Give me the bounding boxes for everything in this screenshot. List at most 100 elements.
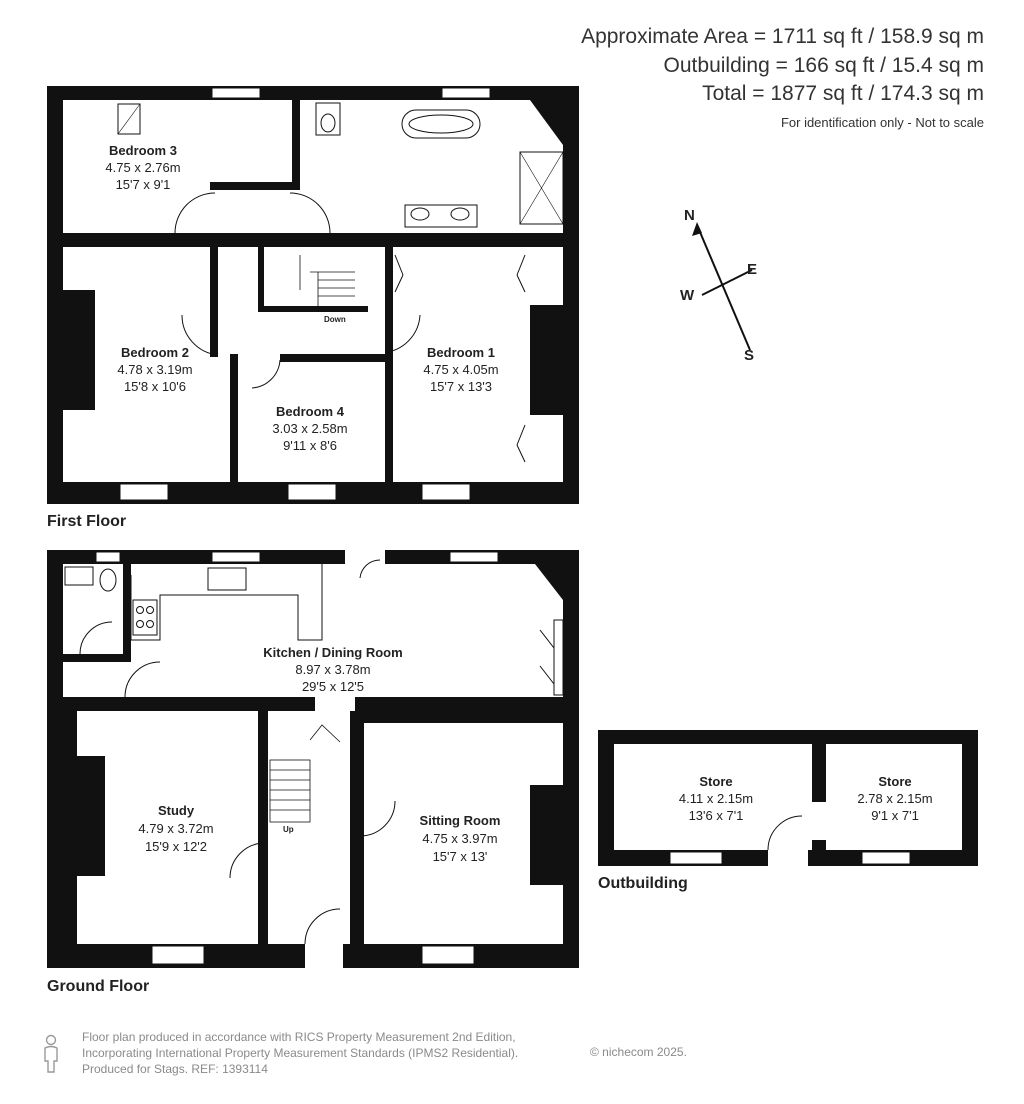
wc-toilet (99, 568, 117, 592)
wc-basin (64, 566, 94, 586)
bedroom-4-imperial: 9'11 x 8'6 (283, 438, 337, 453)
ground-floor-label: Ground Floor (47, 978, 149, 995)
study-imperial: 15'9 x 12'2 (145, 839, 207, 854)
wall (812, 744, 826, 802)
footer-line-3: Produced for Stags. REF: 1393114 (82, 1062, 268, 1076)
outbuilding-label: Outbuilding (598, 875, 688, 892)
window (421, 945, 475, 965)
door-swing (251, 359, 281, 389)
chimney-breast (530, 785, 563, 885)
total-area: Total = 1877 sq ft / 174.3 sq m (702, 82, 984, 105)
compass-n: N (684, 207, 695, 224)
door-swing (124, 661, 161, 698)
kitchen-dining-metric: 8.97 x 3.78m (295, 662, 370, 677)
outbuilding-door (768, 850, 808, 866)
wall (350, 711, 364, 944)
window (211, 87, 261, 99)
disclaimer: For identification only - Not to scale (780, 115, 984, 130)
wall (258, 247, 264, 312)
wall (47, 697, 315, 711)
wall (962, 730, 978, 866)
store-1-imperial: 13'6 x 7'1 (689, 808, 744, 823)
kitchen-dining-imperial: 29'5 x 12'5 (302, 679, 364, 694)
compass-arrow-icon (692, 222, 702, 236)
bedroom-3-name: Bedroom 3 (109, 143, 177, 158)
window (441, 87, 491, 99)
bedroom-4-name: Bedroom 4 (276, 404, 345, 419)
first-floor-label: First Floor (47, 513, 126, 530)
bath-basin (408, 114, 474, 134)
wall (258, 306, 368, 312)
window (669, 851, 723, 865)
bath-tub (401, 109, 481, 139)
compass-e: E (747, 261, 757, 278)
wall (47, 86, 579, 100)
compass-ns-line (696, 224, 751, 351)
outbuilding-plan: Store 4.11 x 2.15m 13'6 x 7'1 Store 2.78… (598, 730, 978, 892)
outbuilding-area: Outbuilding = 166 sq ft / 15.4 sq m (663, 54, 984, 77)
window (861, 851, 911, 865)
compass: N E S W (680, 207, 757, 364)
store-1-name: Store (699, 774, 732, 789)
window (449, 551, 499, 563)
sitting-room-metric: 4.75 x 3.97m (422, 831, 497, 846)
window (287, 483, 337, 501)
sitting-room-imperial: 15'7 x 13' (433, 849, 488, 864)
stairs-down-label: Down (324, 315, 346, 324)
kitchen-worktop (130, 564, 323, 641)
wall (47, 700, 77, 968)
chimney-breast (63, 290, 95, 410)
cooker (132, 599, 158, 636)
first-floor-plan: Down Bedroom 3 4.75 x 2.76m 15'7 x 9'1 B… (47, 86, 579, 530)
window (211, 551, 261, 563)
footer-line-1: Floor plan produced in accordance with R… (82, 1030, 516, 1044)
front-entrance (305, 944, 343, 968)
wall (47, 550, 579, 564)
wall (123, 564, 131, 662)
window (95, 551, 121, 563)
wall (598, 730, 978, 744)
wall (598, 730, 614, 866)
wall (280, 354, 385, 362)
door-swing (289, 192, 331, 234)
door-swing (229, 842, 266, 879)
store-2-metric: 2.78 x 2.15m (857, 791, 932, 806)
person-scale-icon (44, 1034, 58, 1073)
bedroom-1-metric: 4.75 x 4.05m (423, 362, 498, 377)
approximate-area: Approximate Area = 1711 sq ft / 158.9 sq… (581, 25, 984, 48)
door-swing (79, 621, 113, 655)
toilet (315, 102, 341, 136)
wall (230, 354, 238, 484)
staircase (269, 724, 341, 823)
wall (258, 711, 268, 944)
bedroom-1-imperial: 15'7 x 13'3 (430, 379, 492, 394)
wall (355, 697, 579, 723)
window (151, 945, 205, 965)
bedroom-2-imperial: 15'8 x 10'6 (124, 379, 186, 394)
wall (63, 654, 123, 662)
wall (535, 564, 563, 600)
compass-s: S (744, 347, 754, 364)
ground-floor-plan: Up Kitchen / Dining Room 8.97 x 3.78m 29… (47, 550, 579, 995)
bedroom-4-metric: 3.03 x 2.58m (272, 421, 347, 436)
staircase (299, 255, 355, 306)
door-swing (387, 314, 421, 353)
wall (210, 182, 292, 190)
kitchen-dining-name: Kitchen / Dining Room (263, 645, 402, 660)
door-swing (304, 908, 341, 945)
wall (63, 233, 563, 247)
window (421, 483, 471, 501)
bedroom-2-metric: 4.78 x 3.19m (117, 362, 192, 377)
bedroom-3-imperial: 15'7 x 9'1 (116, 177, 171, 192)
footer-notes: Floor plan produced in accordance with R… (82, 1029, 518, 1077)
stairs-up-label: Up (283, 825, 294, 834)
sitting-room-name: Sitting Room (420, 813, 501, 828)
study-metric: 4.79 x 3.72m (138, 821, 213, 836)
kitchen-sink (207, 567, 247, 591)
door-swing (359, 559, 381, 579)
window (119, 483, 169, 501)
door-swing (767, 815, 803, 851)
wall (385, 247, 393, 487)
door-swing (181, 314, 219, 356)
